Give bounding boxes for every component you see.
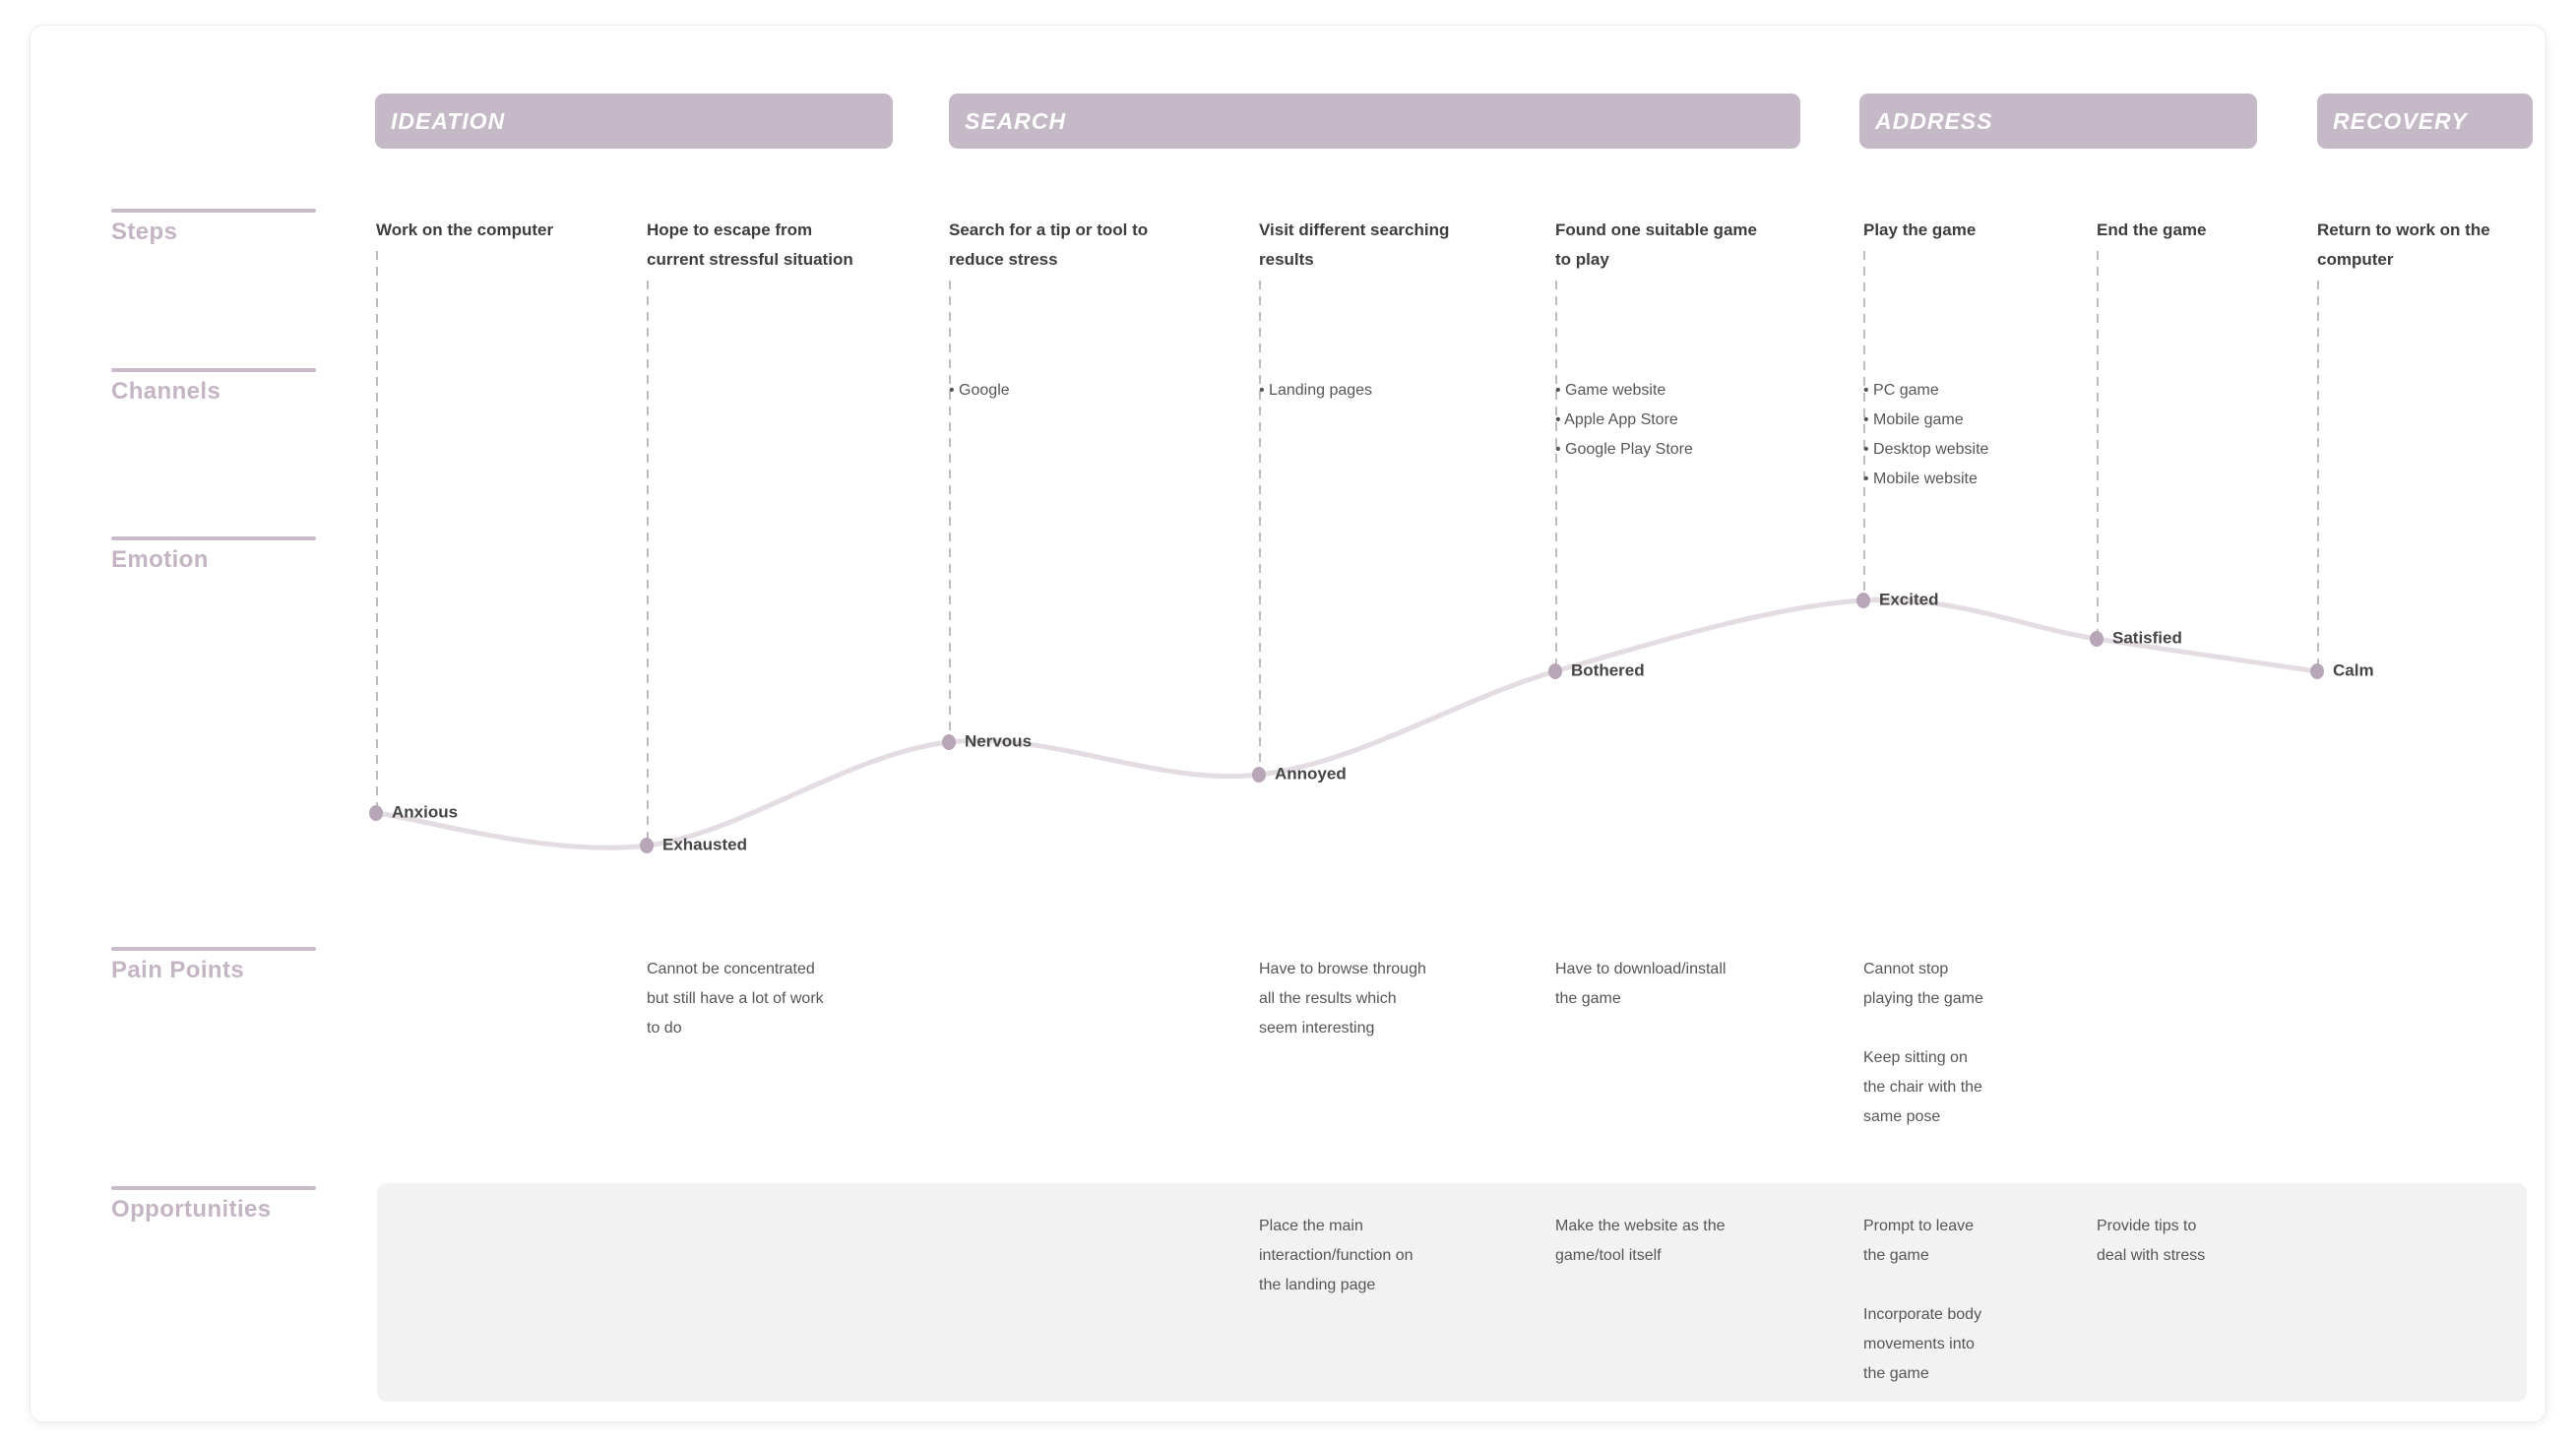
row-label-steps: Steps <box>111 219 178 245</box>
column-guide-dashed-line <box>376 251 378 813</box>
pain-point: Keep sitting on the chair with the same … <box>1863 1049 1982 1125</box>
opportunity: Provide tips to deal with stress <box>2097 1218 2206 1264</box>
step-title: Work on the computer <box>376 220 554 239</box>
channel-item: • Game website <box>1555 382 1666 399</box>
column-guide-dashed-line <box>2097 251 2099 639</box>
channel-item: • Mobile website <box>1863 471 1978 487</box>
row-label-line-pain-points <box>111 947 316 951</box>
opportunity-cell: Place the main interaction/function on t… <box>1259 1212 1505 1300</box>
channel-list: • Google <box>949 376 1205 406</box>
step-title: Found one suitable game to play <box>1555 220 1757 269</box>
column-guide-dashed-line <box>2317 281 2319 671</box>
pain-point-cell: Cannot be concentrated but still have a … <box>647 955 893 1043</box>
step-title: Hope to escape from current stressful si… <box>647 220 853 269</box>
emotion-label: Exhausted <box>662 835 747 854</box>
phase-header-ideation: IDEATION <box>375 94 893 149</box>
emotion-label: Anxious <box>392 802 459 822</box>
row-label-opportunities: Opportunities <box>111 1196 272 1223</box>
pain-point: Cannot be concentrated but still have a … <box>647 961 824 1037</box>
emotion-curve <box>373 597 2320 850</box>
step-title: Visit different searching results <box>1259 220 1450 269</box>
opportunity-cell: Make the website as the game/tool itself <box>1555 1212 1801 1271</box>
step-title: Return to work on the computer <box>2317 220 2490 269</box>
channel-item: • Mobile game <box>1863 411 1964 428</box>
step-title: Search for a tip or tool to reduce stres… <box>949 220 1149 269</box>
row-label-pain-points: Pain Points <box>111 957 245 983</box>
column-guide-dashed-line <box>1863 251 1865 600</box>
row-label-line-emotion <box>111 536 316 540</box>
opportunity: Prompt to leave the game <box>1863 1218 1975 1264</box>
step-title: End the game <box>2097 220 2207 239</box>
row-label-emotion: Emotion <box>111 546 209 573</box>
step-title: Play the game <box>1863 220 1977 239</box>
phase-header-search: SEARCH <box>949 94 1800 149</box>
emotion-label: Bothered <box>1571 660 1645 680</box>
opportunity: Make the website as the game/tool itself <box>1555 1218 1726 1264</box>
pain-point-cell: Have to browse through all the results w… <box>1259 955 1505 1043</box>
opportunity: Incorporate body movements into the game <box>1863 1306 1982 1382</box>
channel-item: • Desktop website <box>1863 441 1989 458</box>
channel-list: • PC game • Mobile game • Desktop website •… <box>1863 376 2119 494</box>
row-label-line-steps <box>111 209 316 213</box>
channel-item: • Landing pages <box>1259 382 1373 399</box>
opportunity: Place the main interaction/function on t… <box>1259 1218 1414 1293</box>
pain-point: Have to browse through all the results w… <box>1259 961 1426 1037</box>
column-guide-dashed-line <box>949 281 951 742</box>
phase-header-address: ADDRESS <box>1859 94 2257 149</box>
emotion-label: Annoyed <box>1275 764 1347 784</box>
pain-point: Have to download/install the game <box>1555 961 1727 1007</box>
emotion-label: Satisfied <box>2112 628 2182 648</box>
channel-item: • Apple App Store <box>1555 411 1678 428</box>
column-guide-dashed-line <box>1259 281 1261 775</box>
column-guide-dashed-line <box>1555 281 1557 671</box>
channel-list: • Game website • Apple App Store • Google … <box>1555 376 1811 465</box>
pain-point-cell: Have to download/install the game <box>1555 955 1801 1014</box>
row-label-line-opportunities <box>111 1186 316 1190</box>
channel-item: • Google Play Store <box>1555 441 1693 458</box>
row-label-line-channels <box>111 368 316 372</box>
channel-list: • Landing pages <box>1259 376 1515 406</box>
channel-item: • Google <box>949 382 1010 399</box>
emotion-label: Nervous <box>965 731 1033 751</box>
emotion-label: Calm <box>2333 660 2374 680</box>
row-label-channels: Channels <box>111 378 221 405</box>
column-guide-dashed-line <box>647 281 649 846</box>
pain-point: Cannot stop playing the game <box>1863 961 1983 1007</box>
emotion-label: Excited <box>1879 590 1939 609</box>
channel-item: • PC game <box>1863 382 1939 399</box>
opportunity-cell: Provide tips to deal with stress <box>2097 1212 2343 1271</box>
opportunities-band <box>377 1183 2527 1402</box>
phase-header-recovery: RECOVERY <box>2317 94 2533 149</box>
